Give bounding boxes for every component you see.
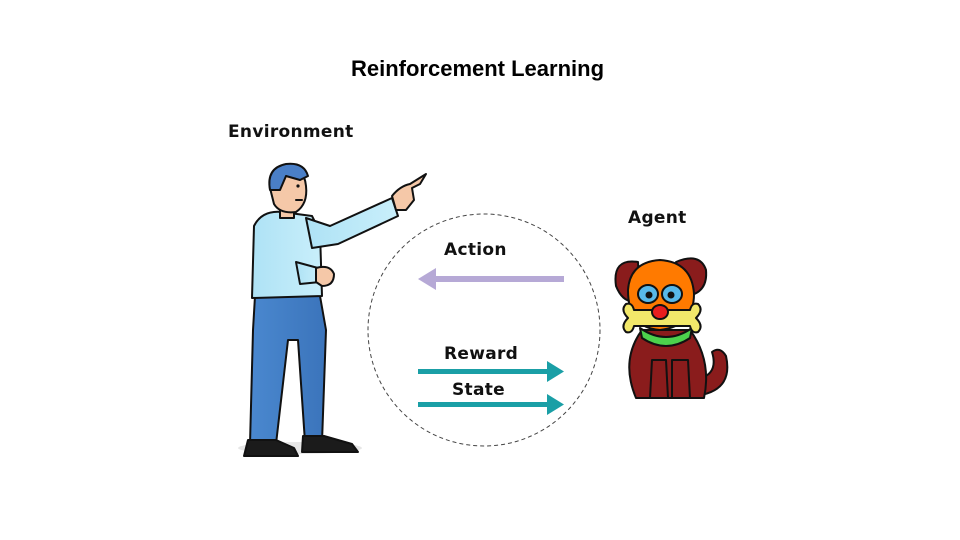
page-title: Reinforcement Learning: [350, 56, 605, 81]
person-icon: [238, 162, 427, 457]
action-label: Action: [444, 240, 507, 260]
cycle-circle: [367, 213, 601, 447]
state-label: State: [452, 380, 505, 400]
reward-arrow: [418, 361, 564, 382]
state-arrow: [418, 394, 564, 415]
action-arrow: [418, 268, 564, 290]
reward-label: Reward: [444, 344, 519, 364]
dog-icon: [614, 257, 729, 399]
agent-label: Agent: [628, 208, 687, 228]
environment-label: Environment: [228, 122, 354, 142]
